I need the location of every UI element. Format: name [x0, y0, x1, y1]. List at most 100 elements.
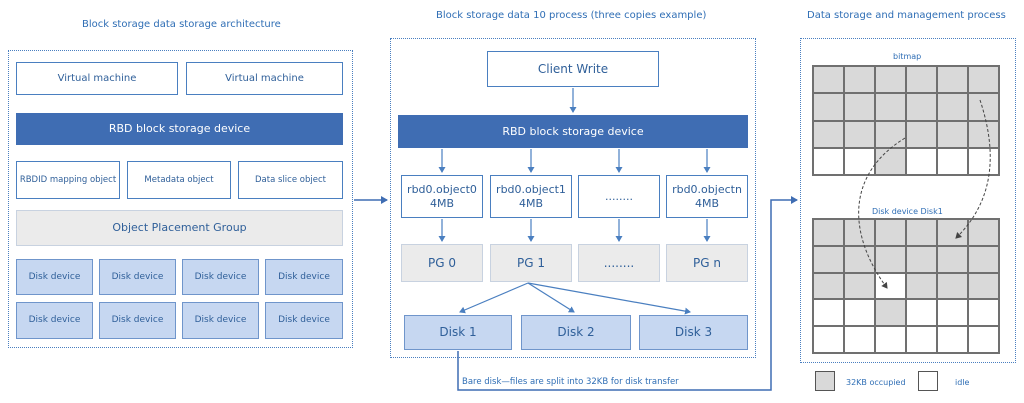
object-size: 4MB [518, 196, 544, 210]
occupied-cell [876, 300, 905, 326]
pg-box: PG 0 [401, 244, 483, 282]
occupied-cell [938, 121, 967, 147]
left-panel-title: Block storage data storage architecture [82, 19, 281, 30]
object-box: rbd0.object0 4MB [401, 175, 483, 218]
disk-device-box: Disk device [16, 302, 93, 339]
object-size: 4MB [694, 196, 720, 210]
arrow-disk-to-storage [457, 196, 798, 391]
arrow-pg-to-disk [527, 282, 691, 315]
occupied-cell [814, 220, 843, 245]
disk-grid [812, 218, 1000, 354]
disk-device-box: Disk device [16, 259, 93, 295]
bitmap-grid [812, 65, 1000, 176]
idle-cell [938, 327, 967, 352]
idle-cell [969, 300, 998, 326]
occupied-cell [876, 94, 905, 120]
object-size: 4MB [429, 196, 455, 210]
idle-cell [814, 300, 843, 326]
legend-occupied-label: 32KB occupied [846, 378, 906, 387]
occupied-cell [907, 246, 936, 272]
pg-box: PG n [666, 244, 748, 282]
rbdid-mapping-object-box: RBDID mapping object [16, 161, 120, 199]
occupied-cell [969, 121, 998, 147]
middle-panel-title: Block storage data 10 process (three cop… [436, 10, 707, 21]
occupied-cell [876, 220, 905, 245]
idle-cell [876, 273, 905, 299]
object-placement-group: Object Placement Group [16, 210, 343, 246]
virtual-machine-box: Virtual machine [16, 62, 178, 95]
object-name: rbd0.object0 [407, 183, 477, 197]
legend-occupied-swatch [815, 371, 835, 391]
arrow-pg-to-disk [459, 282, 529, 314]
disk-device-box: Disk device [265, 302, 343, 339]
dashed-mapping-curve [955, 99, 991, 239]
occupied-cell [814, 273, 843, 299]
idle-cell [845, 327, 874, 352]
io-process-panel [390, 38, 756, 358]
occupied-cell [814, 246, 843, 272]
pg-box: PG 1 [490, 244, 572, 282]
pg-box-ellipsis: ........ [578, 244, 660, 282]
legend-idle-label: idle [955, 378, 970, 387]
object-name: rbd0.object1 [496, 183, 566, 197]
occupied-cell [969, 246, 998, 272]
occupied-cell [845, 121, 874, 147]
occupied-cell [845, 94, 874, 120]
idle-cell [845, 300, 874, 326]
disk-3-box: Disk 3 [639, 315, 748, 350]
occupied-cell [969, 220, 998, 245]
occupied-cell [938, 67, 967, 93]
occupied-cell [938, 273, 967, 299]
object-box: rbd0.objectn 4MB [666, 175, 748, 218]
idle-cell [938, 148, 967, 174]
occupied-cell [907, 220, 936, 245]
idle-cell [876, 327, 905, 352]
disk-device-box: Disk device [182, 302, 259, 339]
occupied-cell [876, 67, 905, 93]
occupied-cell [876, 148, 905, 174]
bitmap-label: bitmap [893, 52, 922, 61]
occupied-cell [876, 246, 905, 272]
occupied-cell [814, 67, 843, 93]
occupied-cell [845, 246, 874, 272]
architecture-panel [8, 50, 353, 348]
idle-cell [938, 300, 967, 326]
idle-cell [907, 148, 936, 174]
occupied-cell [907, 67, 936, 93]
occupied-cell [814, 94, 843, 120]
object-box-ellipsis: ........ [578, 175, 660, 218]
occupied-cell [969, 67, 998, 93]
occupied-cell [814, 121, 843, 147]
idle-cell [814, 148, 843, 174]
occupied-cell [907, 273, 936, 299]
virtual-machine-box: Virtual machine [186, 62, 343, 95]
arrow-pg-to-disk [527, 282, 575, 313]
disk-device-box: Disk device [265, 259, 343, 295]
occupied-cell [969, 94, 998, 120]
occupied-cell [845, 220, 874, 245]
occupied-cell [907, 94, 936, 120]
legend-idle-swatch [918, 371, 938, 391]
object-box: rbd0.object1 4MB [490, 175, 572, 218]
client-write-box: Client Write [487, 51, 659, 87]
idle-cell [969, 148, 998, 174]
disk-2-box: Disk 2 [521, 315, 631, 350]
data-management-panel [800, 38, 1016, 363]
bare-disk-label: Bare disk—files are split into 32KB for … [462, 377, 679, 387]
occupied-cell [845, 67, 874, 93]
occupied-cell [845, 273, 874, 299]
occupied-cell [938, 94, 967, 120]
object-name: ........ [605, 189, 633, 203]
disk-1-box: Disk 1 [404, 315, 512, 350]
disk-device-box: Disk device [99, 259, 176, 295]
metadata-object-box: Metadata object [127, 161, 231, 199]
disk-device-box: Disk device [99, 302, 176, 339]
occupied-cell [938, 220, 967, 245]
disk-device-box: Disk device [182, 259, 259, 295]
idle-cell [969, 327, 998, 352]
idle-cell [845, 148, 874, 174]
object-name: rbd0.objectn [672, 183, 742, 197]
data-slice-object-box: Data slice object [238, 161, 343, 199]
occupied-cell [969, 273, 998, 299]
